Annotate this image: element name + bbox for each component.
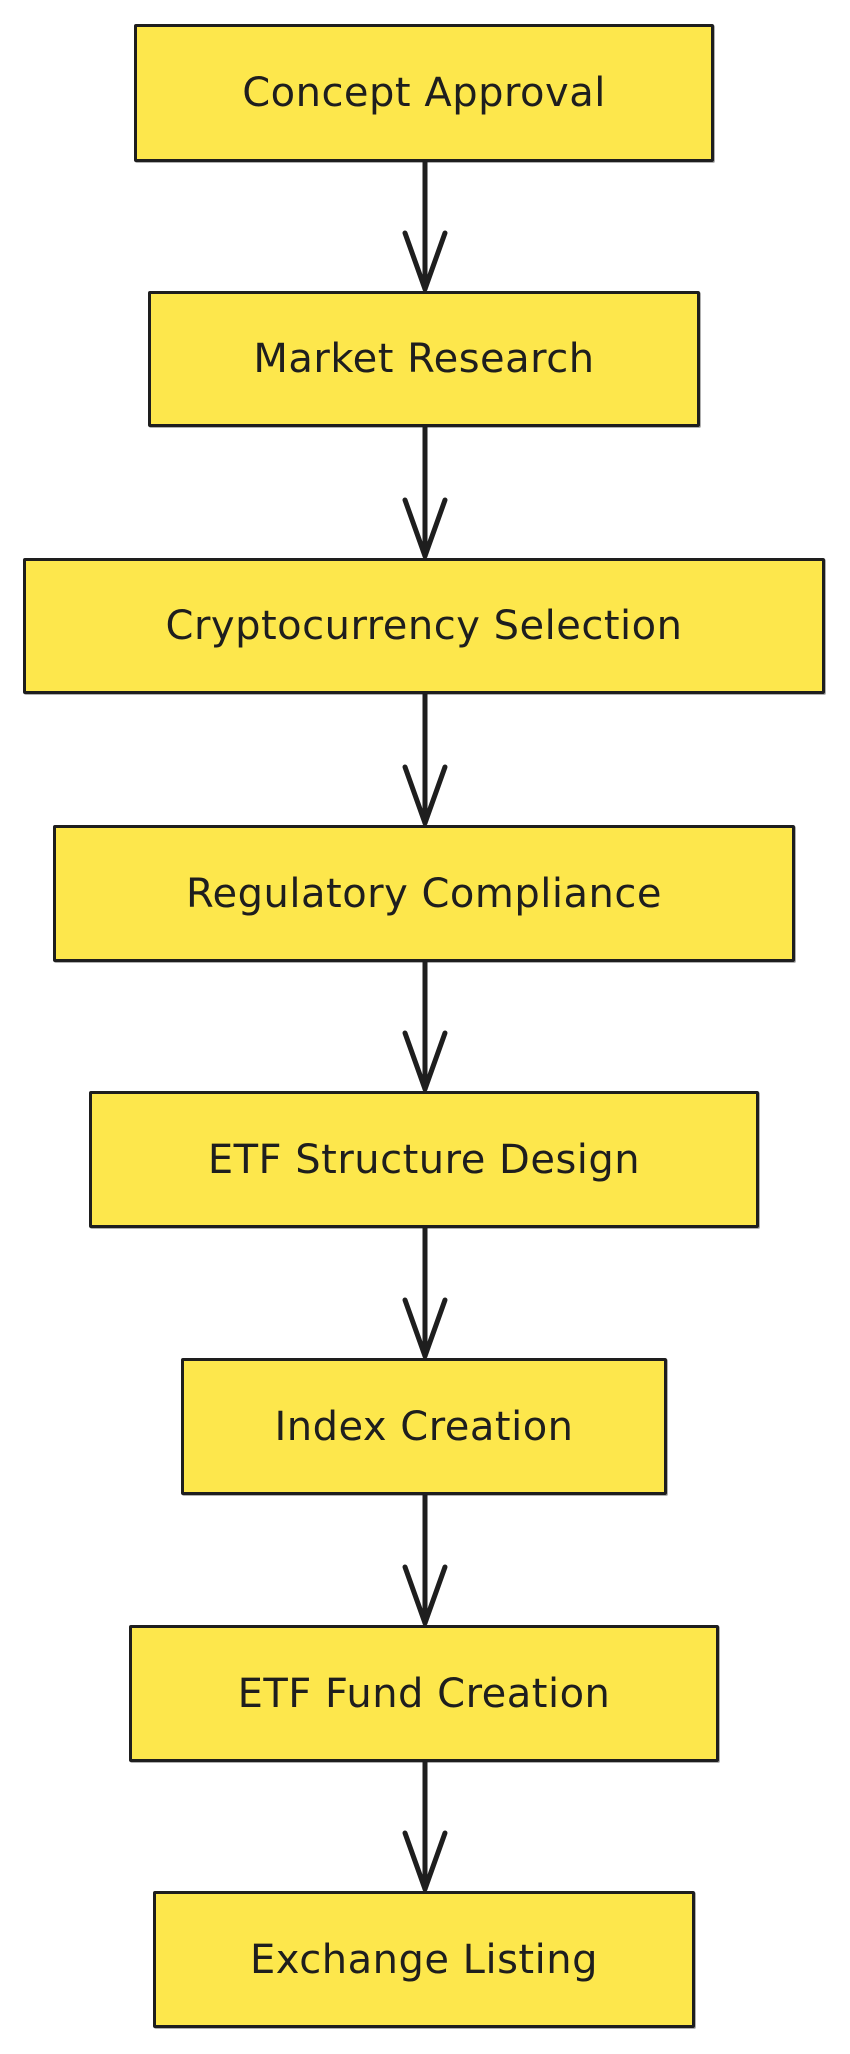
connector-arrow [402, 691, 448, 826]
step-label: Index Creation [274, 1403, 574, 1450]
step-regulatory-compliance: Regulatory Compliance [53, 825, 795, 962]
connector-arrow [402, 959, 448, 1092]
step-label: ETF Structure Design [207, 1136, 641, 1183]
step-index-creation: Index Creation [181, 1358, 667, 1495]
step-label: Regulatory Compliance [186, 870, 662, 917]
arrowhead-icon [402, 1564, 448, 1626]
arrowhead-icon [402, 230, 448, 292]
connector-arrow [402, 1492, 448, 1626]
arrowhead-icon [402, 764, 448, 826]
step-label: Market Research [253, 336, 595, 382]
step-exchange-listing: Exchange Listing [153, 1891, 695, 2028]
arrowhead-icon [402, 1297, 448, 1359]
connector-arrow [402, 1225, 448, 1359]
step-label: Cryptocurrency Selection [165, 603, 683, 649]
step-etf-structure-design: ETF Structure Design [89, 1091, 759, 1228]
connector-arrow [402, 159, 448, 292]
connector-arrow [402, 1759, 448, 1892]
step-label: Concept Approval [242, 70, 606, 116]
step-concept-approval: Concept Approval [134, 24, 714, 162]
arrowhead-icon [402, 1830, 448, 1892]
connector-arrow [402, 424, 448, 559]
step-label: Exchange Listing [250, 1936, 598, 1983]
arrowhead-icon [402, 1030, 448, 1092]
step-cryptocurrency-selection: Cryptocurrency Selection [23, 558, 825, 694]
arrowhead-icon [402, 497, 448, 559]
step-market-research: Market Research [148, 291, 700, 427]
step-etf-fund-creation: ETF Fund Creation [129, 1625, 719, 1762]
step-label: ETF Fund Creation [237, 1670, 611, 1717]
